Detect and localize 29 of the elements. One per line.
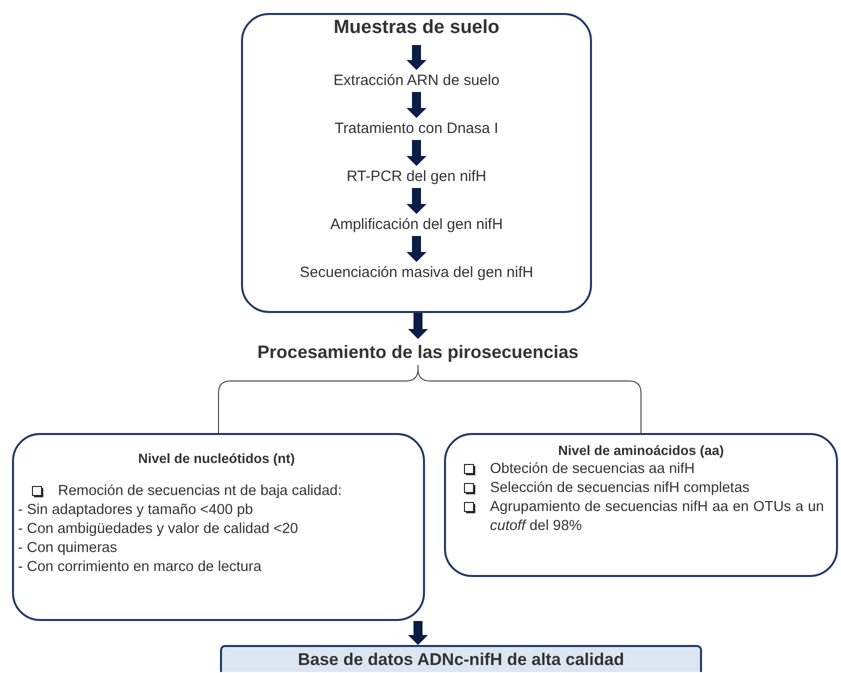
rounded-panel [12, 433, 425, 621]
step-label: Tratamiento con Dnasa I [251, 118, 582, 140]
step-label: Amplificación del gen nifH [251, 214, 582, 236]
block-arrow [408, 313, 428, 339]
result-banner: Base de datos ADNc-nifH de alta calidad [220, 645, 702, 672]
list-item: - Con ambigüedades y valor de calidad <20 [18, 520, 300, 539]
section-heading: Procesamiento de las pirosecuencias [218, 339, 618, 365]
panel-heading: Muestras de suelo [334, 17, 500, 39]
step-label: RT-PCR del gen nifH [251, 166, 582, 188]
rounded-panel [241, 13, 592, 313]
list-item: Selección de secuencias nifH completas [490, 479, 751, 498]
block-arrow [406, 140, 426, 166]
panel-heading: Nivel de nucleótidos (nt) [137, 451, 296, 466]
step-label: Extracción ARN de suelo [251, 70, 582, 92]
rounded-panel [444, 433, 838, 577]
block-arrow [406, 188, 426, 214]
step-label: Secuenciación masiva del gen nifH [251, 262, 582, 284]
block-arrow [408, 621, 428, 645]
list-item: - Con corrimiento en marco de lectura [18, 558, 262, 577]
bracket-connector [418, 364, 642, 434]
list-item: Remoción de secuencias nt de baja calidad: [58, 482, 343, 501]
list-item: - Con quimeras [18, 539, 118, 558]
block-arrow [406, 92, 426, 118]
panel-heading: Nivel de aminoácidos (aa) [557, 443, 725, 458]
block-arrow [406, 236, 426, 262]
block-arrow [406, 45, 426, 70]
list-item: Agrupamiento de secuencias nifH aa en OTUs a un cutoff del 98% [490, 498, 824, 536]
list-item: - Sin adaptadores y tamaño <400 pb [18, 501, 254, 520]
list-item: Obteción de secuencias aa nifH [490, 460, 696, 479]
